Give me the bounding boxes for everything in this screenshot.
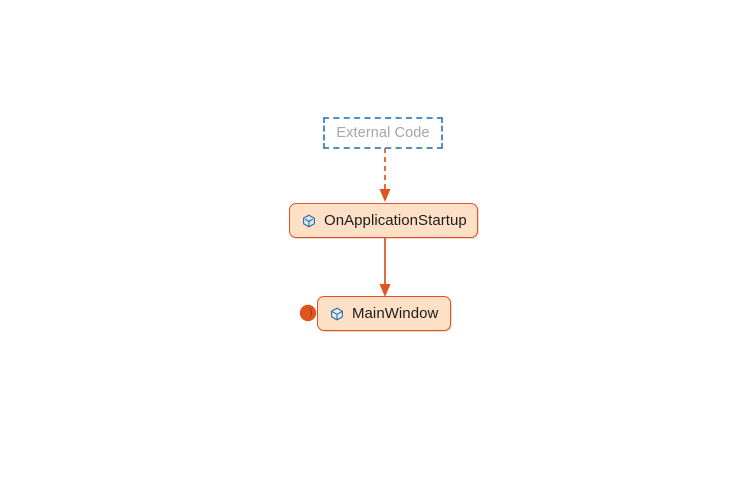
node-main-window-label: MainWindow	[352, 305, 439, 322]
node-main-window[interactable]: MainWindow	[317, 296, 451, 331]
class-cube-icon	[331, 307, 343, 320]
arrowhead-icon	[379, 189, 391, 202]
node-external-code-label: External Code	[336, 125, 430, 141]
execution-pointer-ring	[299, 304, 317, 322]
node-on-application-startup-label: OnApplicationStartup	[324, 212, 467, 229]
method-hexagon-icon	[303, 214, 315, 227]
execution-pointer-marker[interactable]	[299, 303, 317, 323]
node-on-application-startup[interactable]: OnApplicationStartup	[289, 203, 478, 238]
arrowhead-icon	[379, 284, 391, 297]
edge-startup-to-mainwindow[interactable]	[369, 236, 403, 300]
edge-external-to-startup[interactable]	[369, 146, 403, 206]
node-external-code[interactable]: External Code	[323, 117, 443, 149]
